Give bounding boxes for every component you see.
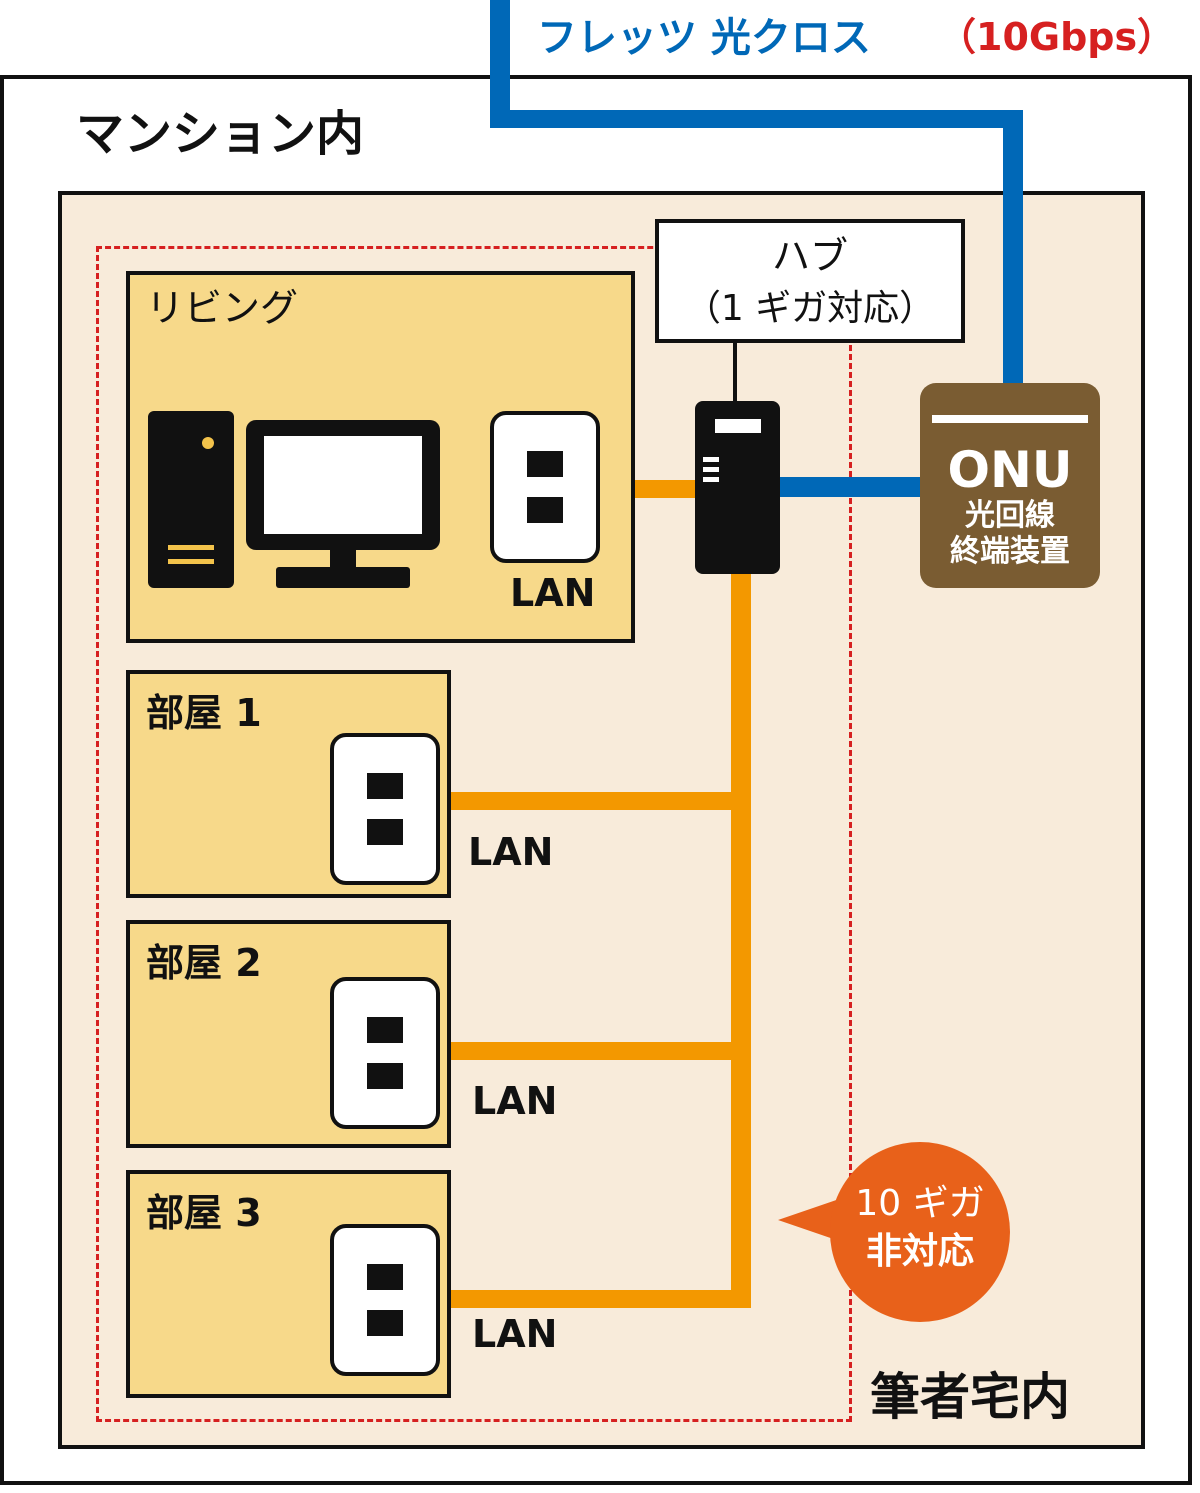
callout-line2: 非対応 (865, 1231, 974, 1272)
room-label: 部屋 2 (146, 941, 262, 985)
hub-onu-cable (778, 477, 923, 497)
fiber-cable-vertical-onu (1003, 110, 1023, 390)
lan-trunk-cable (731, 574, 751, 1308)
hub-label-line2: （1 ギガ対応） (684, 288, 936, 329)
lan-label-living: LAN (510, 571, 596, 615)
monitor-stand-icon (330, 548, 356, 570)
lan-cable-room2 (432, 1042, 751, 1060)
fiber-cable-horizontal (490, 110, 1023, 128)
pc-tower-icon (148, 411, 234, 588)
not-10g-callout: 10 ギガ 非対応 (830, 1142, 1010, 1322)
hub-label-box: ハブ （1 ギガ対応） (655, 219, 965, 343)
hub-device-icon (695, 401, 780, 574)
hub-label-leader-line (733, 341, 737, 403)
onu-device: ONU 光回線 終端装置 (920, 383, 1100, 588)
lan-jack-room1 (330, 733, 440, 885)
lan-label-room1: LAN (468, 830, 554, 874)
onu-desc-line1: 光回線 (965, 498, 1055, 533)
lan-jack-living (490, 411, 600, 563)
room-label: 部屋 1 (146, 691, 262, 735)
fiber-cable-vertical-top (490, 0, 510, 128)
fiber-speed-label: （10Gbps） (938, 15, 1176, 59)
lan-jack-room3 (330, 1224, 440, 1376)
lan-label-room3: LAN (472, 1312, 558, 1356)
onu-desc-line2: 終端装置 (950, 534, 1070, 569)
lan-label-room2: LAN (472, 1079, 558, 1123)
lan-cable-room1 (432, 792, 751, 810)
home-label: 筆者宅内 (870, 1368, 1070, 1426)
monitor-icon (246, 420, 440, 550)
lan-jack-room2 (330, 977, 440, 1129)
fiber-service-label: フレッツ 光クロス (537, 15, 871, 61)
monitor-base-icon (276, 567, 410, 588)
lan-cable-room3 (432, 1290, 751, 1308)
room-label: 部屋 3 (146, 1191, 262, 1235)
callout-line1: 10 ギガ (855, 1183, 985, 1224)
room-label: リビング (146, 286, 299, 330)
onu-name: ONU (947, 441, 1073, 499)
building-label: マンション内 (76, 106, 365, 162)
hub-label-line1: ハブ (771, 234, 848, 278)
lan-network-boundary (96, 246, 852, 1422)
